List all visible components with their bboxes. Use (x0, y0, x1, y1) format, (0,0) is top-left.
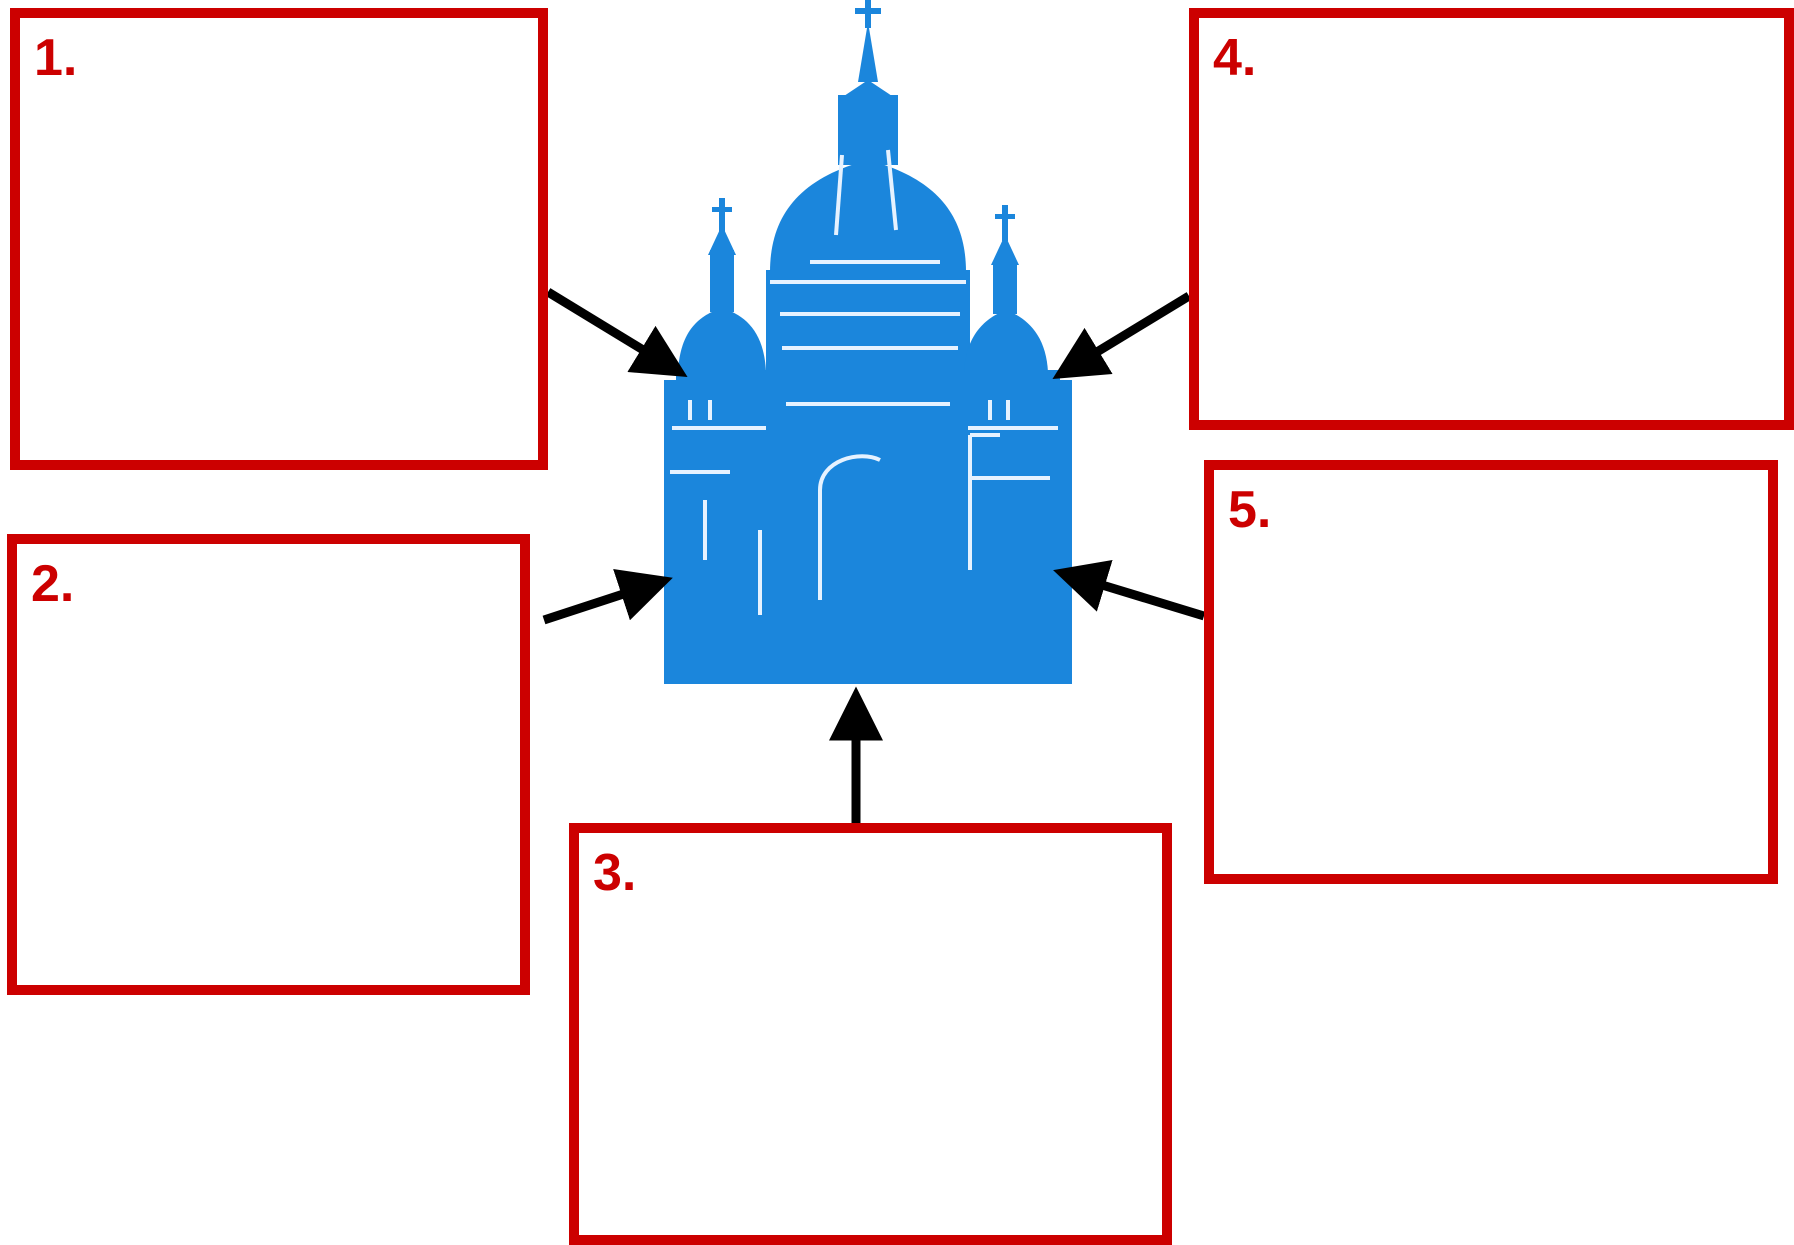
arrow-icon (548, 292, 676, 370)
box-label-5: 5. (1228, 484, 1271, 536)
box-label-1: 1. (34, 32, 77, 84)
box-label-2: 2. (31, 558, 74, 610)
cathedral-icon (664, 0, 1072, 684)
arrow-icon (544, 582, 660, 620)
answer-box-2[interactable]: 2. (7, 534, 530, 995)
answer-box-4[interactable]: 4. (1189, 8, 1794, 430)
box-label-4: 4. (1213, 32, 1256, 84)
answer-box-1[interactable]: 1. (10, 8, 548, 470)
arrow-icon (1064, 296, 1189, 372)
answer-box-3[interactable]: 3. (569, 823, 1172, 1245)
arrow-icon (1066, 574, 1204, 616)
answer-box-5[interactable]: 5. (1204, 460, 1778, 884)
box-label-3: 3. (593, 847, 636, 899)
